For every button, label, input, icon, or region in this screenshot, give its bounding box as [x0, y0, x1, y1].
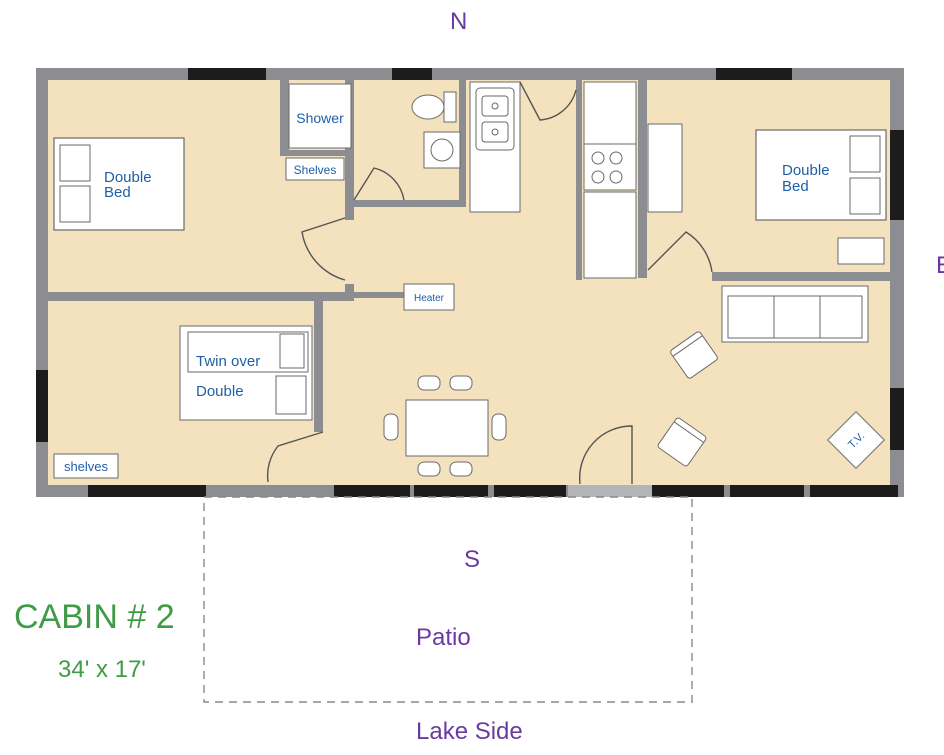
bath-sink [423, 131, 461, 169]
twin-label-2: Double [196, 383, 244, 400]
bed-ne-label-2: Bed [782, 178, 809, 195]
sofa [721, 285, 869, 343]
compass-north: N [450, 8, 468, 35]
shelves-sw-box [53, 453, 119, 479]
cabin-title: CABIN # 2 [14, 598, 175, 636]
bed-nw [53, 137, 185, 231]
heater-label: Heater [414, 293, 445, 304]
shower-stall [288, 83, 352, 149]
kitchen-sink [469, 81, 521, 213]
lake-side-label: Lake Side [416, 718, 523, 745]
patio-label: Patio [416, 624, 471, 651]
heater-box [403, 283, 455, 311]
windows [36, 68, 904, 497]
toilet [411, 91, 457, 123]
shelves-bath-box [285, 157, 345, 181]
closet-ne [647, 123, 683, 213]
armchair-lower [657, 417, 707, 467]
stove [583, 143, 637, 191]
bed-nw-label-2: Bed [104, 184, 131, 201]
tv [827, 411, 885, 469]
bed-ne-label-1: Double [782, 162, 830, 179]
cabin-dimensions: 34' x 17' [58, 656, 146, 683]
bed-ne [755, 129, 887, 221]
compass-east: E [936, 252, 944, 280]
door-swings [266, 81, 713, 485]
patio-outline [203, 496, 693, 703]
armchair-upper [670, 331, 718, 379]
front-door-gap [568, 485, 652, 497]
twin-label-1: Twin over [196, 353, 260, 370]
bed-nw-label-1: Double [104, 169, 152, 186]
compass-south: S [464, 546, 481, 573]
shelves-bath-label: Shelves [294, 163, 337, 177]
bunk-bed [179, 325, 313, 421]
shower-label: Shower [296, 110, 344, 126]
kitchen-counter [583, 191, 637, 279]
refrigerator [583, 81, 637, 145]
interior-walls [48, 80, 890, 432]
nightstand-ne [837, 237, 885, 265]
shelves-sw-label: shelves [64, 459, 109, 474]
dining-table [383, 375, 507, 477]
